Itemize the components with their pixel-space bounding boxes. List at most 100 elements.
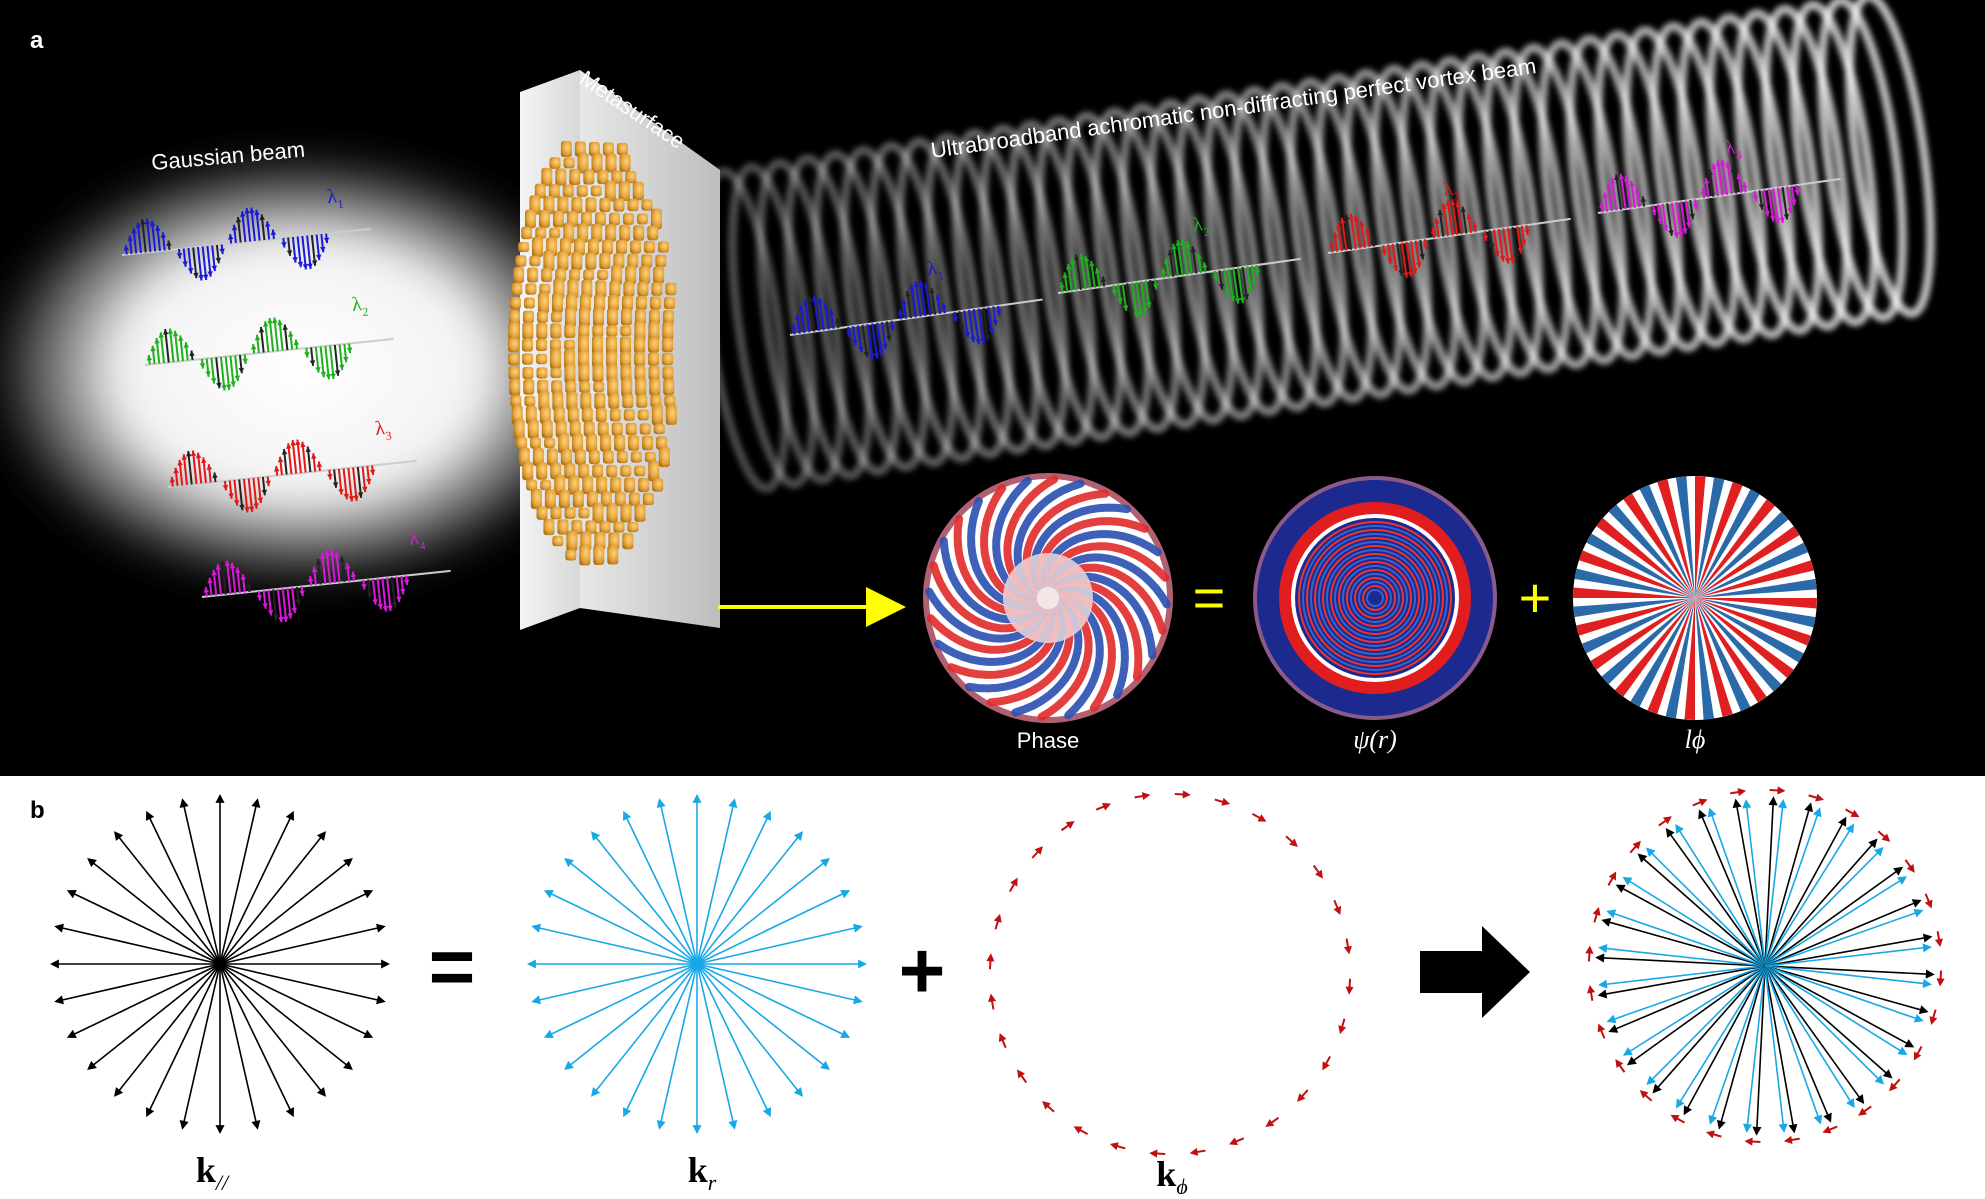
field-vector bbox=[1502, 228, 1510, 264]
field-vector-head bbox=[913, 281, 920, 288]
k-parallel-arrow-head bbox=[50, 959, 59, 969]
field-vector-head bbox=[1609, 177, 1616, 184]
metasurface-pillar bbox=[550, 506, 562, 520]
metasurface-pillar bbox=[585, 197, 597, 213]
k-parallel-arrow bbox=[219, 892, 369, 965]
k-parallel-arrow-head bbox=[343, 858, 353, 868]
field-vector bbox=[1716, 160, 1724, 196]
k-parallel-arrow bbox=[219, 926, 381, 965]
field-vector-head bbox=[230, 381, 236, 387]
field-vector-head bbox=[361, 583, 367, 590]
k-sum-arrow-head bbox=[1597, 989, 1608, 999]
metasurface-pillar bbox=[613, 521, 625, 533]
field-vector bbox=[1236, 267, 1244, 304]
metasurface-pillar bbox=[592, 464, 604, 478]
field-vector-head bbox=[309, 360, 316, 366]
field-vector-head bbox=[207, 577, 213, 584]
field-vector-head bbox=[343, 356, 349, 363]
metasurface-pillar bbox=[656, 436, 668, 450]
metasurface-pillar bbox=[653, 423, 665, 435]
k-phi-diagram bbox=[986, 790, 1354, 1158]
metasurface-pillar bbox=[579, 381, 591, 393]
k-sum-arrow bbox=[1613, 965, 1766, 1031]
field-vector-head bbox=[1251, 279, 1257, 286]
k-sum-r-arrow-head bbox=[1897, 1046, 1908, 1056]
k-parallel-arrow-head bbox=[285, 810, 294, 821]
k-sum-r-arrow bbox=[1764, 965, 1853, 1104]
field-vector bbox=[866, 323, 874, 360]
metasurface-pillar bbox=[572, 433, 584, 453]
wave-packet: λ3 bbox=[167, 417, 417, 513]
metasurface-pillar bbox=[578, 463, 590, 479]
metasurface-pillar bbox=[546, 448, 558, 466]
field-vector bbox=[1084, 255, 1092, 289]
k-phi-arrow-head bbox=[1034, 846, 1043, 855]
k-sum-arrow-head bbox=[1615, 884, 1626, 893]
field-vector-head bbox=[158, 332, 165, 338]
metasurface-pillar bbox=[577, 152, 589, 174]
k-r-diagram bbox=[527, 794, 867, 1134]
k-parallel-arrow-head bbox=[146, 1107, 155, 1118]
metasurface-pillar bbox=[577, 223, 589, 243]
field-vector-head bbox=[396, 596, 402, 603]
k-phi-arrow-head bbox=[1289, 838, 1298, 847]
metasurface-pillar bbox=[602, 142, 614, 156]
k-sum-arrow bbox=[1764, 936, 1927, 967]
field-vector-head bbox=[225, 384, 232, 390]
k-phi-arrow-head bbox=[1017, 1069, 1025, 1079]
metasurface-pillar bbox=[557, 196, 569, 214]
field-vector-head bbox=[160, 232, 167, 238]
field-vector-head bbox=[1787, 207, 1793, 214]
metasurface-pillar bbox=[597, 169, 609, 185]
metasurface-pillar bbox=[560, 140, 572, 158]
field-vector-head bbox=[215, 564, 222, 570]
k-sum-phi-arrow-head bbox=[1639, 1090, 1649, 1099]
field-vector bbox=[1776, 187, 1784, 224]
k-sum-r-arrow bbox=[1677, 828, 1766, 967]
metasurface-pillar bbox=[581, 407, 593, 423]
metasurface-pillar bbox=[527, 419, 539, 439]
field-vector-head bbox=[1736, 173, 1742, 180]
field-vector bbox=[1232, 268, 1240, 304]
metasurface-pillar bbox=[508, 366, 520, 380]
metasurface-pillar bbox=[525, 283, 537, 295]
metasurface-pillar bbox=[632, 181, 644, 201]
metasurface-pillar bbox=[508, 337, 520, 353]
metasurface-pillar bbox=[578, 363, 590, 383]
field-vector-head bbox=[198, 274, 204, 281]
metasurface-pillar bbox=[602, 239, 614, 255]
tube-ring bbox=[1733, 9, 1824, 336]
field-vector-head bbox=[1707, 169, 1713, 176]
field-vector bbox=[325, 549, 332, 584]
k-sum-r-arrow bbox=[1611, 912, 1766, 967]
field-vector-head bbox=[348, 495, 355, 502]
k-sum-arrow-head bbox=[1637, 853, 1648, 863]
metasurface-pillar bbox=[578, 324, 590, 338]
field-vector-head bbox=[1629, 180, 1635, 187]
k-r-arrow-head bbox=[531, 923, 541, 933]
field-vector-head bbox=[293, 339, 300, 346]
field-vector-head bbox=[277, 456, 284, 463]
metasurface-pillar bbox=[627, 521, 639, 533]
field-vector-head bbox=[1190, 246, 1197, 253]
field-vector-head bbox=[199, 362, 206, 369]
field-vector bbox=[1405, 241, 1413, 278]
wave-packet: λ4 bbox=[201, 527, 451, 623]
field-vector bbox=[1624, 175, 1632, 209]
field-vector-head bbox=[807, 296, 813, 302]
field-vector bbox=[187, 450, 193, 485]
k-sum-phi-arrow-head bbox=[1698, 798, 1708, 807]
metasurface-pillar bbox=[665, 282, 677, 296]
metasurface-pillar bbox=[578, 507, 590, 519]
field-vector-head bbox=[176, 252, 183, 259]
field-vector-head bbox=[1769, 215, 1776, 222]
metasurface-pillar bbox=[655, 254, 667, 268]
metasurface-pillar bbox=[585, 520, 597, 534]
plus-sign-a: + bbox=[1519, 566, 1552, 629]
field-vector-head bbox=[1434, 218, 1440, 224]
metasurface-pillar bbox=[579, 544, 591, 566]
field-vector-head bbox=[1329, 242, 1335, 248]
field-vector-head bbox=[295, 439, 301, 446]
field-vector bbox=[221, 560, 227, 595]
metasurface-pillar bbox=[523, 297, 535, 309]
